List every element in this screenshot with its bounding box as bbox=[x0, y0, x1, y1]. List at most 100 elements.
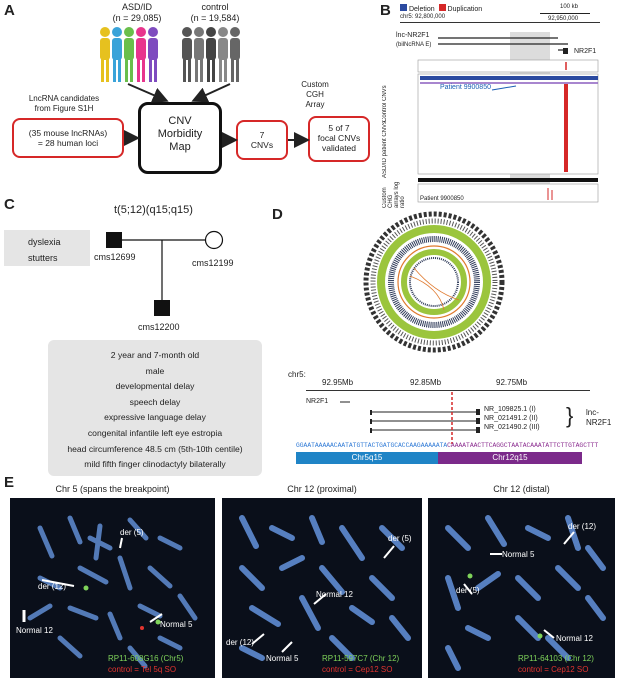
tick-3: 92.75Mb bbox=[496, 378, 528, 387]
panel-a-arrows bbox=[124, 83, 310, 148]
pheno-item: developmental delay bbox=[115, 381, 195, 392]
custom-arrays-label: Custom CHG arrays log ratio bbox=[382, 178, 406, 208]
custom-line2: CGH bbox=[306, 90, 324, 99]
pheno-item: speech delay bbox=[129, 396, 181, 407]
legend-deletion: Deletion bbox=[408, 6, 435, 13]
legend: Deletion Duplication bbox=[400, 4, 482, 13]
pheno-item: head circumference 48.5 cm (5th-10th cen… bbox=[67, 443, 243, 454]
pheno-item: expressive language delay bbox=[104, 412, 206, 423]
mother-symbol bbox=[204, 230, 224, 250]
focal-line2: focal CNVs bbox=[317, 133, 361, 143]
scale-bar bbox=[540, 13, 590, 14]
traits-box: dyslexia stutters bbox=[4, 230, 90, 266]
child-symbol bbox=[154, 300, 170, 316]
nr2f1-label: NR2F1 bbox=[574, 48, 597, 55]
fish2-label: Normal 5 bbox=[266, 654, 299, 663]
focal-cnvs-box: 5 of 7 focal CNVs validated bbox=[308, 116, 370, 162]
father-id: cms12699 bbox=[94, 252, 136, 262]
fish2-probe: RP11-597C7 (Chr 12) bbox=[322, 654, 400, 663]
patient2-label: Patient 9900850 bbox=[420, 196, 464, 202]
phenotype-box: 2 year and 7-month old male developmenta… bbox=[48, 340, 262, 476]
fish3-label: der (5) bbox=[456, 586, 480, 595]
breakpoint-sequence: GGAATAAAAACAATATGTTACTGATGCACCAAGAAAAATA… bbox=[296, 442, 598, 449]
cnv-map-line1: CNV bbox=[168, 115, 192, 127]
fish2-title: Chr 12 (proximal) bbox=[287, 484, 357, 494]
panel-label-b: B bbox=[380, 2, 391, 19]
fish3-label: Normal 5 bbox=[502, 550, 535, 559]
asd-count: (n = 29,085) bbox=[112, 13, 162, 23]
custom-line1: Custom bbox=[301, 80, 329, 89]
seq-chr12: CAAAATAACTTCAGGCTAATACAAATATTCTTGTAGCTTT bbox=[447, 442, 599, 449]
fish1-control: control = Tel 5q SO bbox=[108, 665, 177, 674]
mother-id: cms12199 bbox=[192, 258, 234, 268]
pheno-item: congenital infantile left eye estropia bbox=[87, 427, 223, 438]
focal-line1: 5 of 7 bbox=[328, 123, 350, 133]
chr5-label: chr5: bbox=[288, 370, 306, 379]
chromosome-spread-1 bbox=[22, 515, 198, 669]
isoform-brace: } bbox=[566, 403, 574, 428]
tick-2: 92.85Mb bbox=[410, 378, 442, 387]
focal-line3: validated bbox=[321, 143, 357, 153]
lnc-header-line2: from Figure S1H bbox=[34, 104, 94, 113]
fish1-title: Chr 5 (spans the breakpoint) bbox=[55, 484, 170, 494]
asd-figures-icon bbox=[100, 27, 158, 82]
scale-label: 100 kb bbox=[560, 4, 579, 10]
patient-label: Patient 9900850 bbox=[440, 84, 491, 91]
trait-dyslexia: dyslexia bbox=[28, 237, 61, 247]
seven-line1: 7 bbox=[259, 130, 265, 140]
fish1-probe: RP11-608G16 (Chr5) bbox=[108, 654, 184, 663]
nr2f1-gene-label: NR2F1 bbox=[306, 398, 329, 405]
lnc-nr2f1-label: lnc-NR2F1 bbox=[396, 32, 430, 39]
cnv-map-line2: Morbidity bbox=[157, 128, 203, 140]
seven-line2: CNVs bbox=[250, 140, 274, 150]
control-figures-icon bbox=[182, 27, 240, 82]
chr-pos-right: 92,950,000 bbox=[548, 16, 579, 22]
lnc-label-1: lnc- bbox=[586, 408, 599, 417]
deletion-swatch bbox=[400, 4, 407, 11]
circos-plot bbox=[363, 211, 505, 353]
fish2-label: der (5) bbox=[388, 534, 412, 543]
pedigree bbox=[106, 230, 224, 316]
tick-1: 92.95Mb bbox=[322, 378, 354, 387]
legend-duplication: Duplication bbox=[447, 6, 483, 13]
fish-image-2: der (5) Normal 12 der (12) Normal 5 RP11… bbox=[222, 498, 422, 678]
cnv-track-graphic bbox=[417, 32, 599, 203]
lnc-box-line1: (35 mouse lncRNAs) bbox=[28, 128, 108, 138]
isoform-ii: NR_021491.2 (II) bbox=[484, 415, 538, 422]
custom-arrays-text: Custom CHG arrays bbox=[382, 187, 400, 208]
chromosome-spread-3 bbox=[445, 515, 606, 671]
panel-label-d: D bbox=[272, 206, 283, 223]
band-chr5q15: Chr5q15 bbox=[296, 452, 438, 464]
panel-label-e: E bbox=[4, 474, 15, 491]
chromosome-spread-2 bbox=[239, 515, 411, 661]
cnv-map-line3: Map bbox=[169, 141, 191, 153]
pheno-item: mild fifth finger clinodactyly bilateral… bbox=[84, 459, 226, 470]
lnc-sub-label: (bilNcRNA E) bbox=[396, 42, 432, 48]
asd-title: ASD/ID bbox=[121, 2, 152, 12]
isoform-i: NR_109825.1 (I) bbox=[484, 406, 536, 413]
seven-cnvs-box: 7 CNVs bbox=[236, 120, 288, 160]
seq-chr5: GGAATAAAAACAATATGTTACTGATGCACCAAGAAAAATA bbox=[296, 442, 448, 449]
fish1-label: Normal 5 bbox=[160, 620, 193, 629]
trait-stutters: stutters bbox=[28, 253, 58, 263]
population-figures bbox=[100, 27, 240, 82]
coordinate-axis bbox=[400, 22, 600, 23]
lnc-box-line2: = 28 human loci bbox=[37, 138, 99, 148]
genome-axis bbox=[306, 390, 590, 391]
father-symbol bbox=[106, 232, 122, 248]
fish-image-3: der (12) Normal 5 der (5) Normal 12 RP11… bbox=[428, 498, 615, 678]
lnc-label-2: NR2F1 bbox=[586, 418, 612, 427]
fish3-control: control = Cep12 SO bbox=[518, 665, 589, 674]
duplication-swatch bbox=[438, 4, 446, 11]
pheno-item: 2 year and 7-month old bbox=[110, 350, 200, 360]
fish3-label: Normal 12 bbox=[556, 634, 593, 643]
lnc-candidates-box: (35 mouse lncRNAs) = 28 human loci bbox=[12, 118, 124, 158]
fish2-label: der (12) bbox=[226, 638, 255, 647]
fish-image-1: der (5) der (12) Normal 12 Normal 5 RP11… bbox=[10, 498, 215, 678]
lnc-header-line1: LncRNA candidates bbox=[28, 94, 100, 103]
fish3-title: Chr 12 (distal) bbox=[493, 484, 550, 494]
fish3-label: der (12) bbox=[568, 522, 597, 531]
chr-pos-left: chr5: 92,800,000 bbox=[400, 14, 446, 20]
fish1-label: Normal 12 bbox=[16, 626, 53, 635]
control-title: control bbox=[201, 2, 229, 12]
